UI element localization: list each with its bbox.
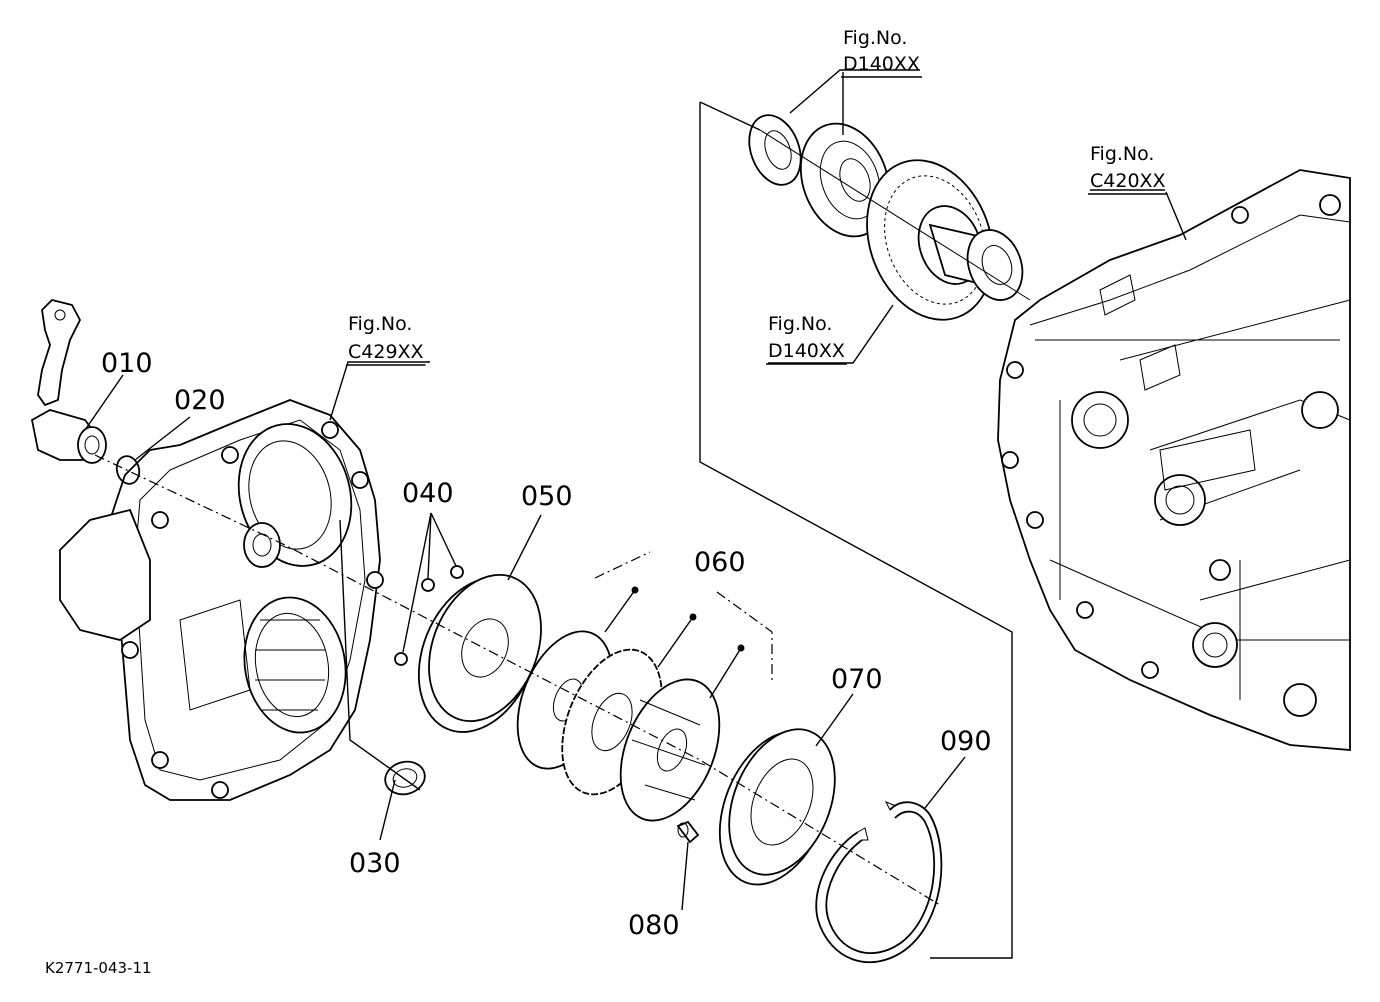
fig-ref-d140-top-code: D140XX xyxy=(843,53,920,75)
fig-ref-d140-mid-code: D140XX xyxy=(768,340,845,362)
fig-ref-c420-label: Fig.No. xyxy=(1090,143,1154,165)
part-label-050: 050 xyxy=(521,481,573,512)
part-label-030: 030 xyxy=(349,848,401,879)
clip-part-030 xyxy=(384,760,426,796)
fig-ref-c420-code: C420XX xyxy=(1090,170,1166,192)
gear-and-bearing-illustration xyxy=(748,114,1024,321)
part-label-060: 060 xyxy=(694,547,746,578)
leader-lines xyxy=(84,69,1187,959)
fig-ref-d140-mid-label: Fig.No. xyxy=(768,313,832,335)
transmission-case-illustration xyxy=(997,169,1351,751)
o-ring-part-020 xyxy=(115,455,141,485)
ball-part-040 xyxy=(394,565,464,666)
snap-ring-part-090 xyxy=(815,801,943,964)
fig-ref-c429-code: C429XX xyxy=(348,341,424,363)
part-label-020: 020 xyxy=(174,385,226,416)
part-label-070: 070 xyxy=(831,664,883,695)
fig-ref-c429-label: Fig.No. xyxy=(348,313,412,335)
fig-ref-d140-top-label: Fig.No. xyxy=(843,27,907,49)
housing-cover-illustration xyxy=(59,399,384,801)
part-label-010: 010 xyxy=(101,348,153,379)
brake-plate-set-part-060 xyxy=(516,630,721,822)
part-label-090: 090 xyxy=(940,726,992,757)
lever-shaft-part-010 xyxy=(30,299,107,464)
retainer-part-070 xyxy=(718,728,836,886)
cam-plate-part-050 xyxy=(417,573,542,733)
part-label-080: 080 xyxy=(628,910,680,941)
drawing-code: K2771-043-11 xyxy=(45,959,152,977)
pin-part-080 xyxy=(676,820,700,844)
part-label-040: 040 xyxy=(402,478,454,509)
